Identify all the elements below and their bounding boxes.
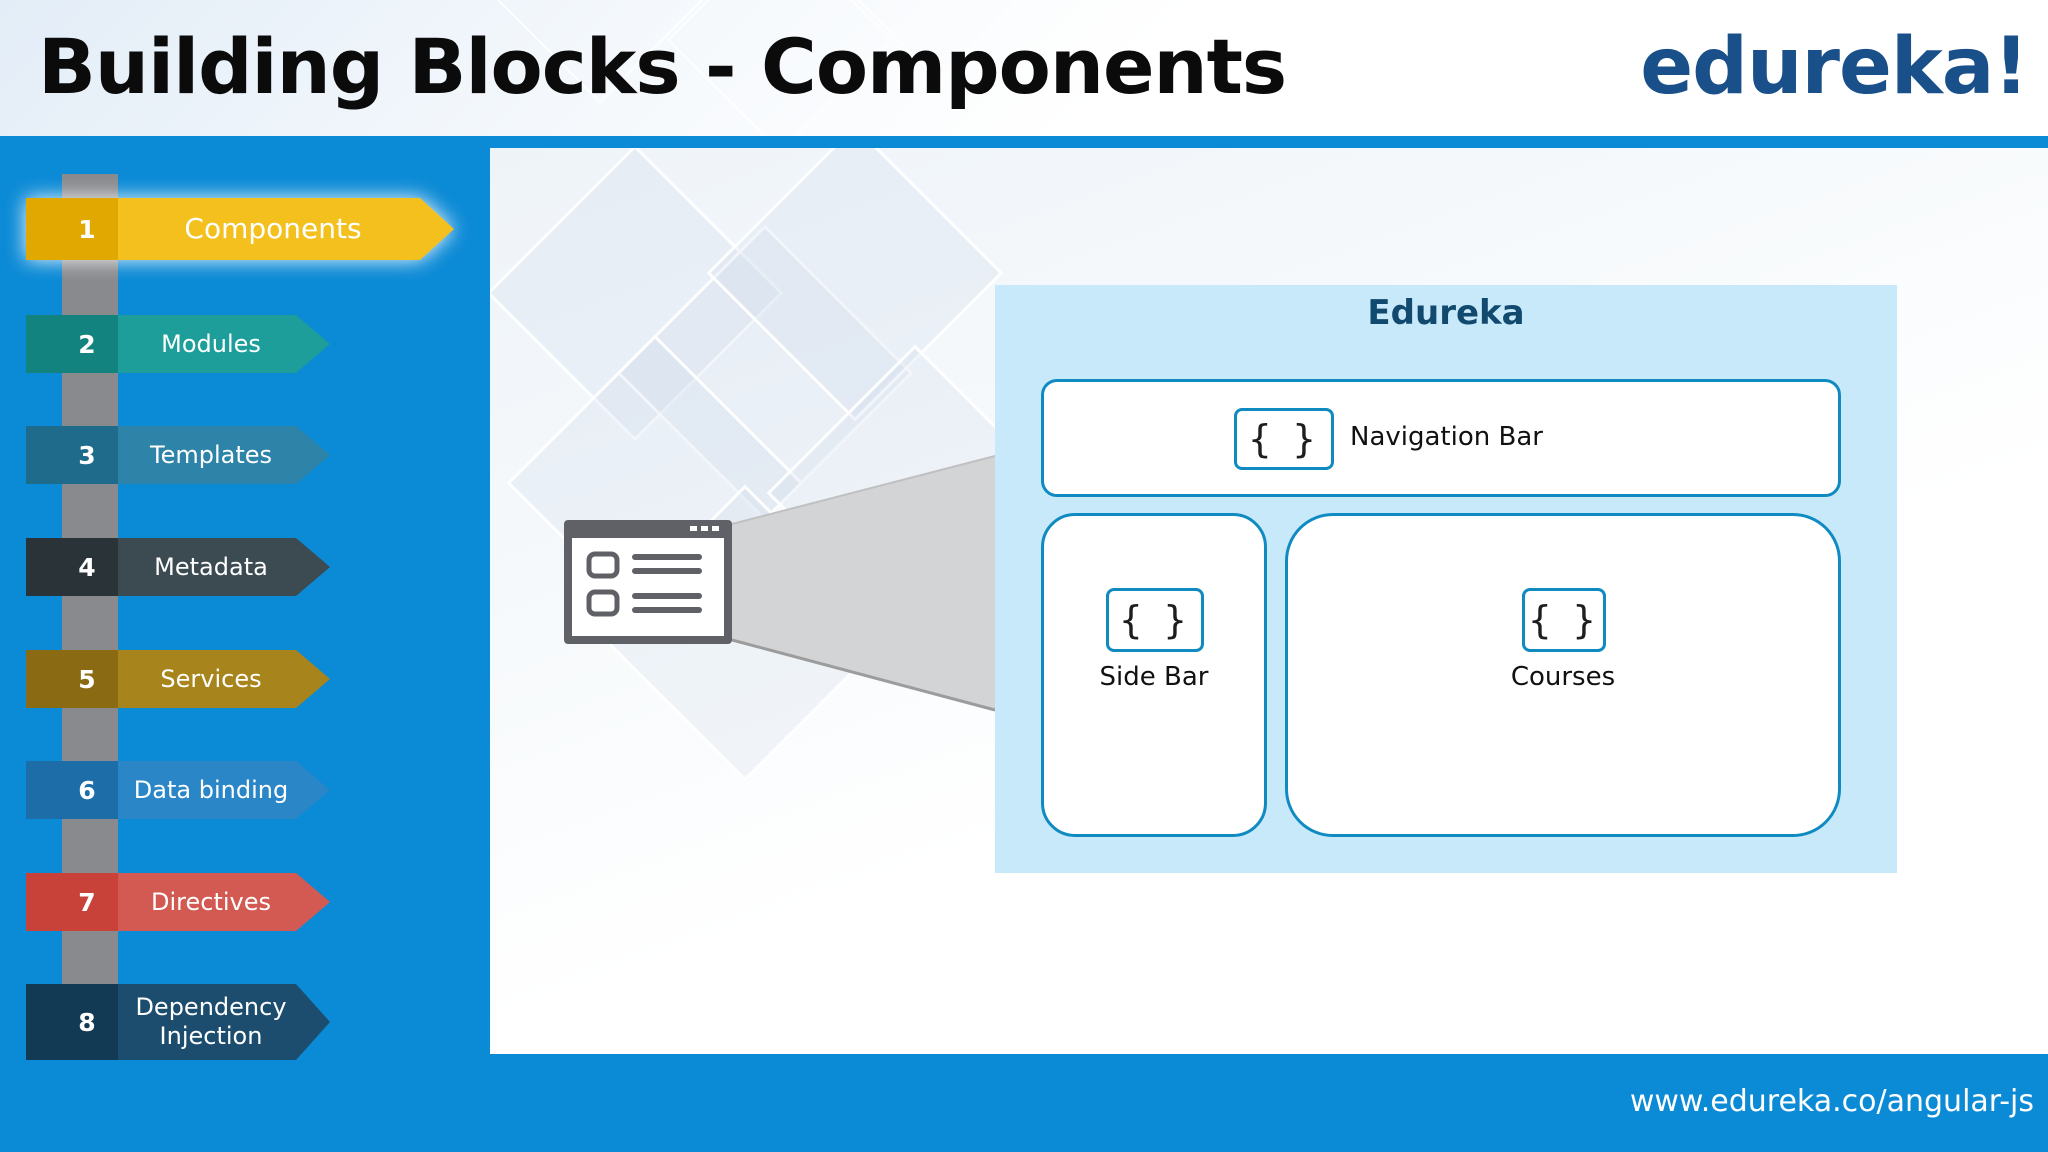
nav-item-modules[interactable]: 2 Modules: [26, 315, 330, 373]
nav-item-components[interactable]: 1 Components: [26, 198, 454, 260]
edureka-app-box: Edureka { } Navigation Bar { } Side Bar …: [995, 285, 1897, 873]
nav-item-number: 6: [56, 761, 118, 819]
nav-item-band: [26, 426, 56, 484]
braces-icon: { }: [1234, 408, 1334, 470]
nav-item-dependency-injection[interactable]: 8 Dependency Injection: [26, 984, 330, 1060]
nav-item-band: [26, 761, 56, 819]
braces-icon: { }: [1106, 588, 1204, 652]
nav-item-band: [26, 873, 56, 931]
footer-url[interactable]: www.edureka.co/angular-js: [1629, 1084, 2034, 1119]
nav-item-label: Services: [118, 650, 330, 708]
nav-item-label: Modules: [118, 315, 330, 373]
nav-item-data-binding[interactable]: 6 Data binding: [26, 761, 330, 819]
nav-item-label: Templates: [118, 426, 330, 484]
nav-item-label: Components: [118, 198, 454, 260]
nav-item-label: Data binding: [118, 761, 330, 819]
nav-item-label: Metadata: [118, 538, 330, 596]
side-bar-component: { } Side Bar: [1041, 513, 1267, 837]
edureka-logo: edureka!: [1640, 22, 2029, 112]
courses-component: { } Courses: [1285, 513, 1841, 837]
nav-item-services[interactable]: 5 Services: [26, 650, 330, 708]
courses-label: Courses: [1510, 662, 1616, 692]
nav-item-band: [26, 984, 56, 1060]
nav-item-number: 4: [56, 538, 118, 596]
navigation-bar-label: Navigation Bar: [1350, 422, 1543, 452]
nav-item-number: 3: [56, 426, 118, 484]
page-title: Building Blocks - Components: [38, 22, 1287, 111]
nav-item-number: 8: [56, 984, 118, 1060]
nav-item-metadata[interactable]: 4 Metadata: [26, 538, 330, 596]
nav-item-number: 7: [56, 873, 118, 931]
nav-item-label: Directives: [118, 873, 330, 931]
nav-item-number: 5: [56, 650, 118, 708]
header-divider: [0, 136, 2048, 148]
nav-item-templates[interactable]: 3 Templates: [26, 426, 330, 484]
nav-item-number: 2: [56, 315, 118, 373]
navigation-bar-component: { } Navigation Bar: [1041, 379, 1841, 497]
side-bar-label: Side Bar: [1099, 662, 1209, 692]
nav-item-band: [26, 198, 56, 260]
nav-item-label: Dependency Injection: [118, 984, 330, 1060]
nav-item-band: [26, 650, 56, 708]
braces-icon: { }: [1522, 588, 1606, 652]
slide-header: Building Blocks - Components edureka!: [0, 0, 2048, 136]
nav-item-directives[interactable]: 7 Directives: [26, 873, 330, 931]
footer-bar: [0, 1054, 2048, 1152]
nav-item-number: 1: [56, 198, 118, 260]
nav-item-band: [26, 315, 56, 373]
browser-window-icon: [564, 520, 732, 644]
app-title: Edureka: [1367, 293, 1525, 333]
nav-item-band: [26, 538, 56, 596]
